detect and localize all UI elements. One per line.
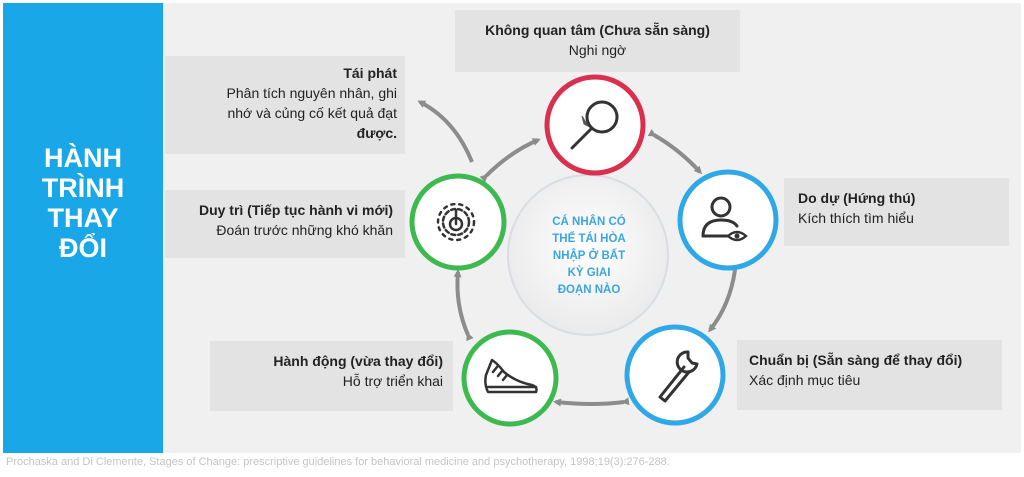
center-text-line: NHẬP Ở BẤT <box>552 250 626 262</box>
arrow-precontemplation-contemplation <box>647 129 703 175</box>
sidebar-title-line: ĐỔI <box>58 233 107 263</box>
stage-title: Chuẩn bị (Sẵn sàng để thay đổi) <box>749 352 963 368</box>
stage-desc-line: Phân tích nguyên nhân, ghi <box>226 85 397 101</box>
stage-title: Do dự (Hứng thú) <box>798 190 916 206</box>
citation: Prochaska and Di Clemente, Stages of Cha… <box>6 456 670 468</box>
stage-title: Không quan tâm (Chưa sẵn sàng) <box>485 22 710 38</box>
magnifier-icon <box>570 100 619 150</box>
gear-icon <box>436 202 476 242</box>
stage-box-precontemplation: Không quan tâm (Chưa sẵn sàng) Nghi ngờ <box>455 10 740 72</box>
user-eye-icon <box>701 196 748 242</box>
stage-title: Tái phát <box>343 65 397 81</box>
sidebar: HÀNH TRÌNH THAY ĐỔI <box>3 3 163 453</box>
circle-preparation <box>624 324 726 426</box>
center-text-line: CÁ NHÂN CÓ <box>552 216 626 228</box>
stage-title: Hành động (vừa thay đổi) <box>273 353 443 369</box>
sidebar-title-line: THAY <box>47 203 119 233</box>
stage-box-contemplation: Do dự (Hứng thú) Kích thích tìm hiểu <box>784 178 1009 246</box>
arrow-preparation-action <box>553 397 630 407</box>
arrow-to-relapse <box>417 100 474 163</box>
circle-precontemplation <box>544 74 646 176</box>
sidebar-title-line: HÀNH <box>44 143 122 173</box>
stage-box-action: Hành động (vừa thay đổi) Hỗ trợ triển kh… <box>210 341 453 411</box>
stage-box-preparation: Chuẩn bị (Sẵn sàng để thay đổi) Xác định… <box>737 340 1002 410</box>
stage-desc: Đoán trước những khó khăn <box>216 222 393 238</box>
center-text-line: KỲ GIAI <box>567 267 611 279</box>
arrow-action-maintenance <box>453 269 474 342</box>
sidebar-title: HÀNH TRÌNH THAY ĐỔI <box>3 143 163 263</box>
stage-desc: Xác định mục tiêu <box>749 372 861 388</box>
stage-desc: Nghi ngờ <box>568 42 627 58</box>
stage-desc: Kích thích tìm hiểu <box>798 210 914 226</box>
circle-action <box>461 329 559 427</box>
stage-box-maintenance: Duy trì (Tiếp tục hành vi mới) Đoán trướ… <box>165 190 405 258</box>
stage-desc-line: nhớ và củng cố kết quả đạt <box>227 105 397 121</box>
center-text-line: ĐOẠN NÀO <box>557 284 621 296</box>
arrow-maintenance-precontemplation <box>479 138 541 183</box>
circle-maintenance <box>409 173 507 271</box>
stage-desc-line: được. <box>356 125 397 141</box>
stage-box-relapse: Tái phát Phân tích nguyên nhân, ghi nhớ … <box>165 56 405 154</box>
shoe-icon <box>484 358 538 394</box>
stage-desc: Hỗ trợ triển khai <box>342 373 443 389</box>
stage-title: Duy trì (Tiếp tục hành vi mới) <box>198 202 393 218</box>
center-text-line: THỂ TÁI HÒA <box>552 233 626 245</box>
sidebar-title-line: TRÌNH <box>41 173 125 203</box>
wrench-icon <box>658 350 699 403</box>
center-text: CÁ NHÂN CÓ THỂ TÁI HÒA NHẬP Ở BẤT KỲ GIA… <box>533 214 645 299</box>
arrow-contemplation-preparation <box>708 264 740 333</box>
